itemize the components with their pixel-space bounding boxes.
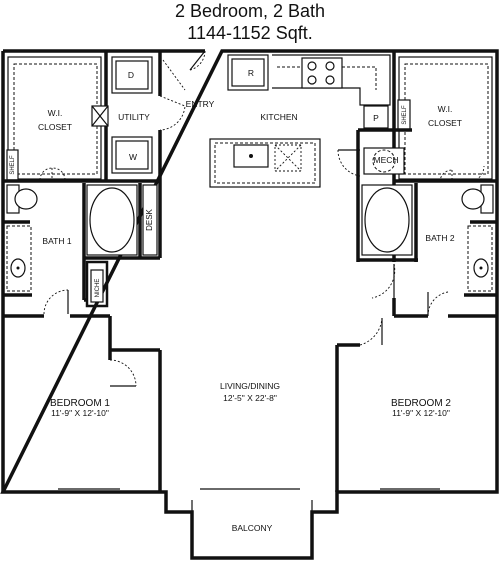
refrigerator-label: R [248,68,254,78]
desk-label: DESK [145,208,154,230]
pantry [363,105,389,129]
vanity-1 [6,225,32,292]
plan-title: 2 Bedroom, 2 Bath [174,1,326,21]
bath1-label: BATH 1 [42,236,71,246]
mech-closet [363,147,405,175]
niche-label: NICHE [95,279,101,298]
bedroom2-dims: 11'-9" X 12'-10" [392,408,450,418]
refrigerator [227,54,269,91]
wi-closet-right-label: W.I. [438,104,453,114]
washer-label: W [129,152,137,162]
wi-closet-left-room [7,56,102,180]
vanity-2 [467,225,493,292]
dishwasher [274,144,302,172]
dryer [111,56,153,94]
bath2-label: BATH 2 [425,233,454,243]
shelf-right-label: SHELF [402,105,408,125]
kitchen-label: KITCHEN [260,112,297,122]
wi-closet-right-label-2: CLOSET [428,118,462,128]
utility-label: UTILITY [118,112,150,122]
kitchen-counter [272,54,391,106]
plan-square-footage: 1144-1152 Sqft. [187,23,313,43]
bathtub-1 [86,184,138,256]
pantry-label: P [373,113,379,123]
mech-label: MECH [373,155,398,165]
bedroom1-label: BEDROOM 1 [50,398,110,409]
balcony-label: BALCONY [232,523,273,533]
washer [111,136,153,174]
niche [90,269,104,303]
toilet-1 [14,188,38,210]
living-dining-label: LIVING/DINING [220,381,280,391]
bathtub-2 [361,184,413,256]
bedroom2-label: BEDROOM 2 [391,398,451,409]
stove [301,57,343,89]
toilet-2 [461,188,485,210]
wi-closet-left-label-2: CLOSET [38,122,72,132]
wi-closet-left-label: W.I. [48,108,63,118]
shelf-left-label: SHELF [10,155,16,175]
exterior-wall [0,49,499,560]
entry-label: ENTRY [186,99,215,109]
dryer-label: D [128,70,134,80]
balcony-rail [165,492,338,513]
living-dining-dims: 12'-5" X 22'-8" [223,393,277,403]
bedroom1-dims: 11'-9" X 12'-10" [51,408,109,418]
desk [142,184,158,256]
